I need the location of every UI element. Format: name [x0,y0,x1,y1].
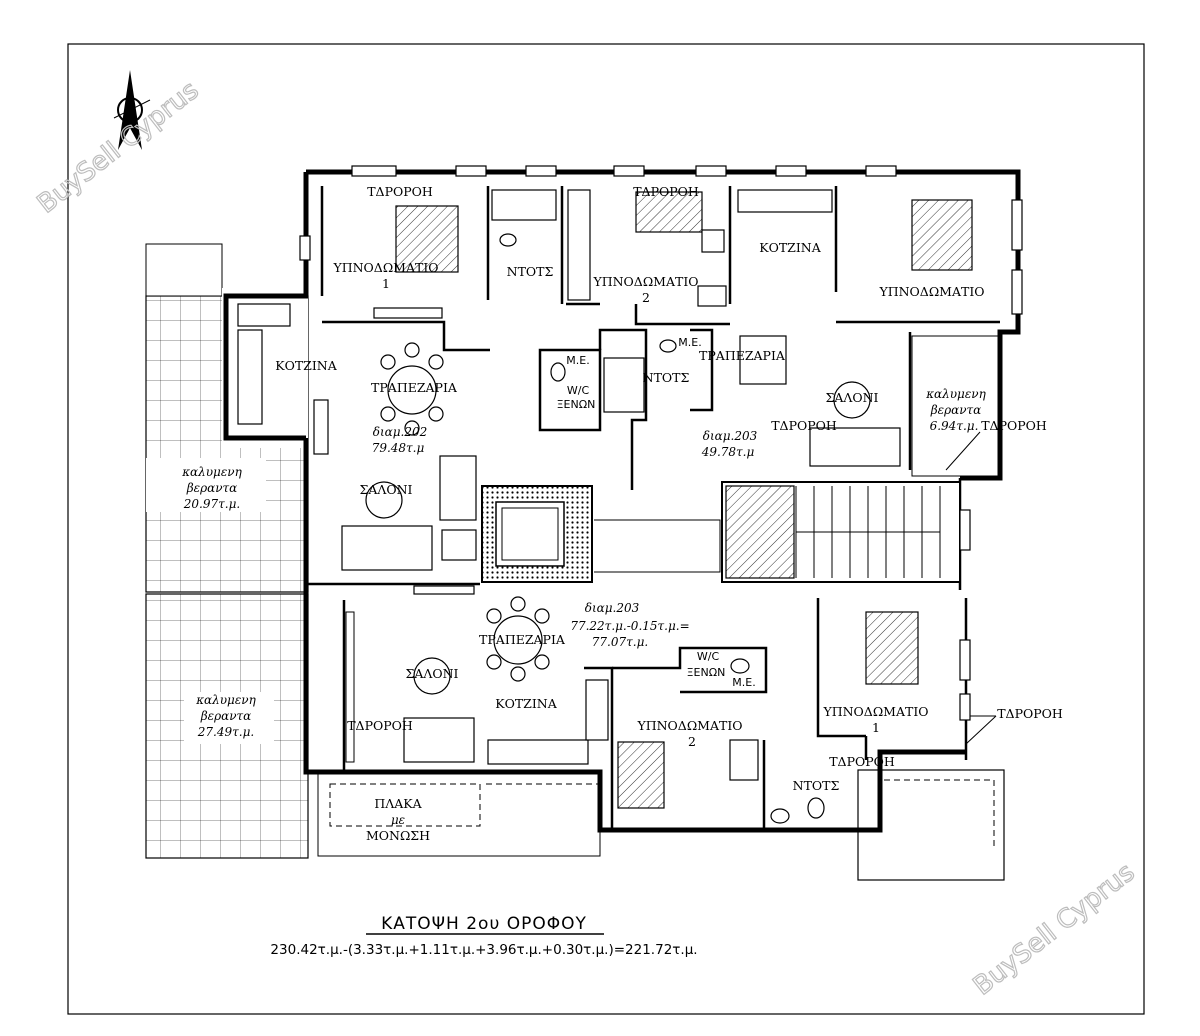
watermark-top-left: BuySell Cyprus [32,75,205,219]
label-drorof-right: ΤΔΡΟΡΟΗ [981,418,1047,433]
label-living-bottom: ΣΑΛΟΝΙ [405,666,458,681]
label-veranda-right-1: καλυμενη [925,387,986,401]
furniture-living [313,229,901,781]
watermark-bottom-right: BuySell Cyprus [968,857,1141,1001]
windows [299,165,1023,721]
veranda-right [911,335,1001,477]
label-kitchen-bottom: ΚΟΤΖΙΝΑ [495,696,557,711]
internal-walls [306,186,1000,830]
room-labels: ΤΔΡΟΡΟΗ ΥΠΝΟΔΩΜΑΤΙΟ 1 ΝΤΟΤΣ ΤΔΡΟΡΟΗ ΥΠΝΟ… [181,184,1063,843]
label-shower-mid: ΝΤΟΤΣ [643,370,690,385]
bath-fixtures [491,189,825,824]
label-living-202: ΣΑΛΟΝΙ [359,482,412,497]
north-arrow-icon [113,70,151,150]
label-bedroom-1: ΥΠΝΟΔΩΜΑΤΙΟ [332,260,438,275]
label-wc-guest-1a: W/C [567,384,590,397]
label-slab-3: ΜΟΝΩΣΗ [366,828,430,843]
label-apt-20x: διαμ.203 [585,601,640,615]
label-drorof-br: ΤΔΡΟΡΟΗ [997,706,1063,721]
label-living-203: ΣΑΛΟΝΙ [825,390,878,405]
label-bedroom-b1: ΥΠΝΟΔΩΜΑΤΙΟ [822,704,928,719]
label-dining-203: ΤΡΑΠΕΖΑΡΙΑ [699,348,786,363]
label-veranda-right-3: 6.94τ.μ. [930,419,979,433]
label-apt-20x-area2: 77.07τ.μ. [592,635,648,649]
label-me-3: Μ.Ε. [732,676,755,689]
drawing-frame [67,43,1145,1015]
leader-lines [945,431,997,745]
label-bedroom-b1-num: 1 [872,720,880,735]
label-bedroom-b2: ΥΠΝΟΔΩΜΑΤΙΟ [636,718,742,733]
stair-core [481,481,961,583]
label-veranda-bl-1: καλυμενη [195,693,256,707]
label-slab-2: με [391,813,405,827]
slab-area [317,769,1005,881]
label-veranda-bl-3: 27.49τ.μ. [197,725,254,739]
label-veranda-left-2: βεραντα [186,481,238,495]
label-apt-202: διαμ.202 [373,425,428,439]
label-bedroom-2-num: 2 [642,290,650,305]
kitchen-counters [237,189,833,765]
label-veranda-bl-2: βεραντα [200,709,252,723]
label-apt-202-area: 79.48τ.μ [372,441,425,455]
label-me-1: Μ.Ε. [566,354,589,367]
label-drorof-1: ΤΔΡΟΡΟΗ [367,184,433,199]
label-veranda-left-3: 20.97τ.μ. [183,497,240,511]
label-veranda-right-2: βεραντα [930,403,982,417]
label-kitchen-top: ΚΟΤΖΙΝΑ [759,240,821,255]
label-bedroom-topright: ΥΠΝΟΔΩΜΑΤΙΟ [878,284,984,299]
label-me-2: Μ.Ε. [678,336,701,349]
label-slab-1: ΠΛΑΚΑ [374,796,422,811]
label-bedroom-1-num: 1 [382,276,390,291]
area-formula: 230.42τ.μ.-(3.33τ.μ.+1.11τ.μ.+3.96τ.μ.+0… [270,942,697,958]
label-apt-203: διαμ.203 [703,429,758,443]
label-kitchen-left: ΚΟΤΖΙΝΑ [275,358,337,373]
label-apt-203-area: 49.78τ.μ [701,445,755,459]
label-veranda-left-1: καλυμενη [181,465,242,479]
veranda-left-upper [145,243,309,593]
label-dining-bottom: ΤΡΑΠΕΖΑΡΙΑ [479,632,566,647]
label-dining-202: ΤΡΑΠΕΖΑΡΙΑ [371,380,458,395]
furniture-beds [395,191,973,809]
plan-title: ΚΑΤΟΨΗ 2ου ΟΡΟΦΟΥ [381,914,587,934]
label-wc-guest-2b: ΞΕΝΩΝ [687,666,726,679]
label-bedroom-2: ΥΠΝΟΔΩΜΑΤΙΟ [592,274,698,289]
label-drorof-bl: ΤΔΡΟΡΟΗ [347,718,413,733]
label-drorof-2: ΤΔΡΟΡΟΗ [633,184,699,199]
label-shower-top: ΝΤΟΤΣ [507,264,554,279]
label-drorof-b: ΤΔΡΟΡΟΗ [829,754,895,769]
label-wc-guest-2a: W/C [697,650,720,663]
label-bedroom-b2-num: 2 [688,734,696,749]
label-wc-guest-1b: ΞΕΝΩΝ [557,398,596,411]
label-shower-bottom: ΝΤΟΤΣ [793,778,840,793]
label-apt-20x-area1: 77.22τ.μ.-0.15τ.μ.= [570,619,689,633]
label-drorof-203: ΤΔΡΟΡΟΗ [771,418,837,433]
